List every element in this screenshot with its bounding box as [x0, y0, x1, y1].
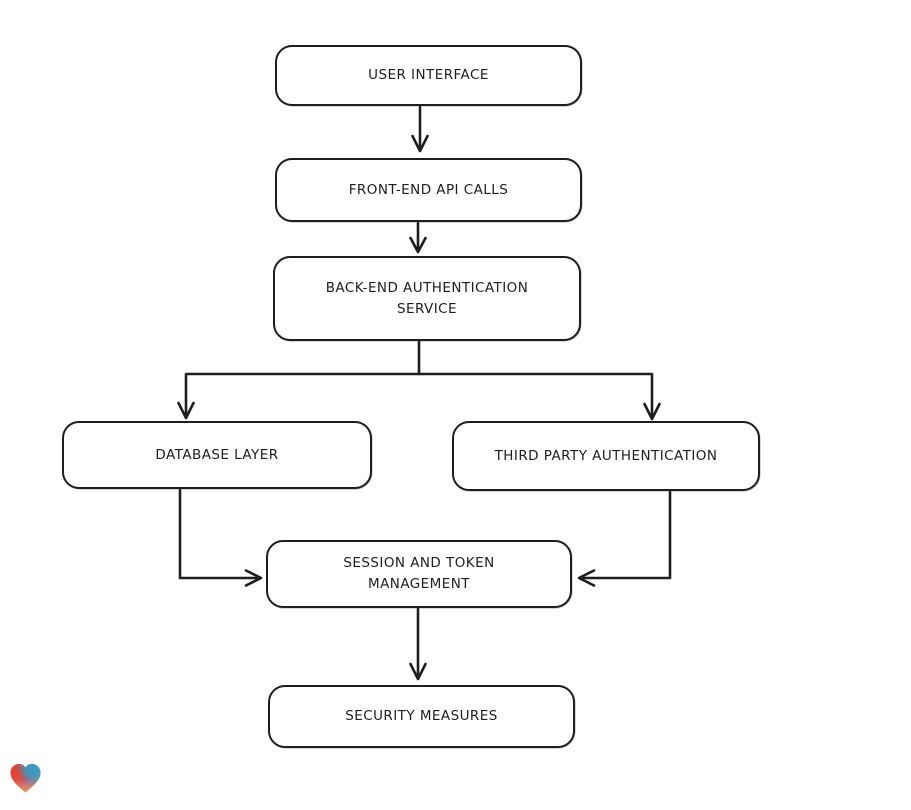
- node-user-interface: USER INTERFACE: [275, 45, 582, 106]
- node-security-measures: SECURITY MEASURES: [268, 685, 575, 748]
- arrow-database-to-session: [178, 488, 263, 587]
- arrow-session-to-security: [409, 607, 427, 681]
- node-label: FRONT-END API CALLS: [348, 181, 509, 198]
- arrow-back-end-to-third-party: [417, 372, 661, 421]
- node-third-party-authentication: THIRD PARTY AUTHENTICATION: [452, 421, 760, 491]
- node-session-and-token-management: SESSION AND TOKEN MANAGEMENT: [266, 540, 572, 608]
- arrow-front-end-to-back-end: [409, 221, 427, 254]
- node-label: BACK-END AUTHENTICATION SERVICE: [325, 279, 529, 317]
- node-back-end-authentication-service: BACK-END AUTHENTICATION SERVICE: [273, 256, 581, 341]
- node-label: DATABASE LAYER: [155, 446, 279, 463]
- node-label: THIRD PARTY AUTHENTICATION: [494, 447, 718, 464]
- arrow-user-interface-to-front-end: [411, 105, 429, 153]
- arrow-third-party-to-session: [577, 490, 672, 587]
- node-label: SESSION AND TOKEN MANAGEMENT: [343, 555, 495, 592]
- node-label: USER INTERFACE: [368, 67, 489, 84]
- node-label: SECURITY MEASURES: [345, 708, 498, 725]
- node-front-end-api-calls: FRONT-END API CALLS: [275, 158, 582, 222]
- lovable-heart-logo[interactable]: [7, 760, 44, 796]
- node-database-layer: DATABASE LAYER: [62, 421, 372, 489]
- arrow-back-end-to-database-layer: [177, 339, 421, 420]
- heart-icon: [10, 764, 41, 793]
